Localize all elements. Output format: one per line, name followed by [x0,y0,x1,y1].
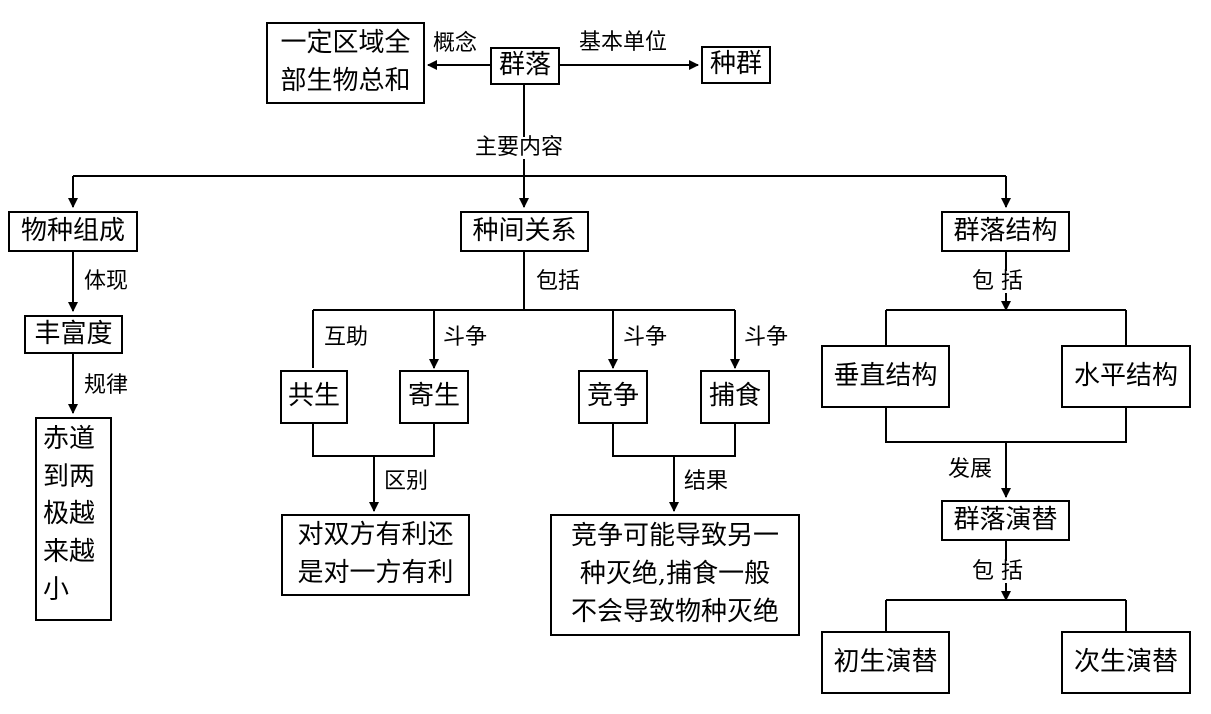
community-succession-node: 群落演替 [941,500,1070,541]
label-main-content: 主要内容 [473,135,566,160]
result-box: 竞争可能导致另一 种灭绝,捕食一般 不会导致物种灭绝 [550,514,800,636]
species-composition-node: 物种组成 [8,211,138,252]
label-embodies: 体现 [82,269,131,294]
label-includes-relations: 包括 [534,269,583,294]
label-struggle-parasitism: 斗争 [441,325,490,350]
label-mutual-help: 互助 [322,325,371,350]
label-includes-structure: 包 括 [970,269,1025,294]
competition-node: 竞争 [578,370,648,424]
predation-node: 捕食 [700,370,770,424]
primary-succession-node: 初生演替 [821,631,950,694]
label-includes-succession: 包 括 [970,559,1025,584]
label-struggle-predation: 斗争 [742,325,791,350]
vertical-structure-node: 垂直结构 [821,345,950,408]
pattern-box: 赤道 到两 极越 来越 小 [35,417,112,621]
interspecies-relations-node: 种间关系 [460,211,589,252]
community-structure-node: 群落结构 [941,211,1070,252]
richness-node: 丰富度 [24,315,123,354]
secondary-succession-node: 次生演替 [1061,631,1191,694]
label-development: 发展 [946,457,995,482]
label-difference: 区别 [382,469,431,494]
difference-box: 对双方有利还 是对一方有利 [281,514,470,596]
label-struggle-competition: 斗争 [621,325,670,350]
label-result: 结果 [682,469,731,494]
parasitism-node: 寄生 [399,370,469,424]
label-concept: 概念 [431,31,480,56]
label-basic-unit: 基本单位 [577,30,670,55]
label-pattern: 规律 [82,373,131,398]
mutualism-node: 共生 [280,370,348,424]
concept-box: 一定区域全 部生物总和 [266,22,425,104]
horizontal-structure-node: 水平结构 [1061,345,1191,408]
community-node: 群落 [490,47,560,85]
population-node: 种群 [701,46,771,84]
